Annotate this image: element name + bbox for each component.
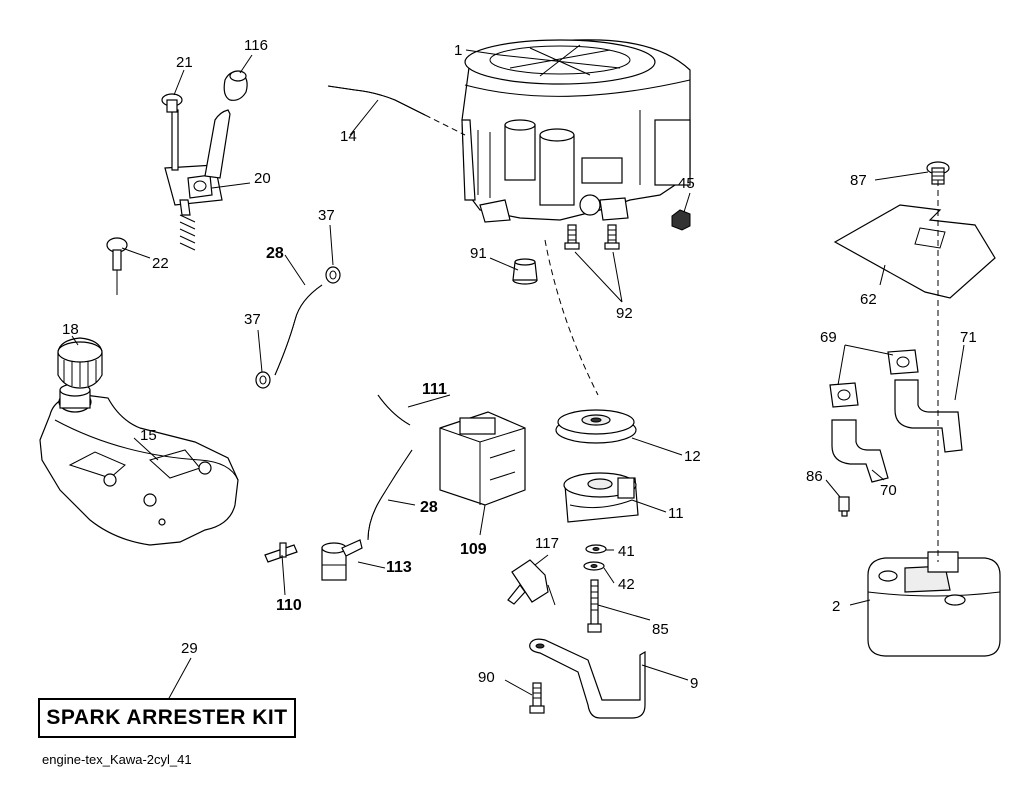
label-116: 116 <box>244 37 268 54</box>
fuel-line-28-lower <box>367 449 413 541</box>
label-70: 70 <box>880 482 897 499</box>
label-12: 12 <box>684 448 701 465</box>
label-20: 20 <box>254 170 271 187</box>
screw-86 <box>838 496 850 517</box>
label-41: 41 <box>618 543 635 560</box>
shutoff-valve <box>321 539 363 581</box>
spacer-91 <box>512 258 538 285</box>
heat-shield <box>833 204 996 299</box>
clamp-37-lower <box>255 371 271 389</box>
label-1: 1 <box>454 42 462 59</box>
label-42: 42 <box>618 576 635 593</box>
spark-arrester-kit-label: SPARK ARRESTER KIT <box>46 706 288 729</box>
alignment-line-crank <box>544 239 599 396</box>
fuel-tank <box>39 383 239 546</box>
label-113: 113 <box>386 559 412 576</box>
bolt-90 <box>529 682 545 714</box>
exhaust-pipes <box>831 379 963 483</box>
label-28-upper: 28 <box>266 245 284 262</box>
fuel-filter <box>439 411 526 506</box>
label-91: 91 <box>470 245 487 262</box>
diagram-reference: engine-tex_Kawa-2cyl_41 <box>42 752 192 767</box>
pto-clutch <box>563 472 639 523</box>
throttle-control <box>164 109 231 251</box>
label-9: 9 <box>690 675 698 692</box>
label-110: 110 <box>276 597 302 614</box>
fuel-line-28-upper <box>274 284 323 376</box>
label-69: 69 <box>820 329 837 346</box>
connector <box>507 559 556 606</box>
label-92: 92 <box>616 305 633 322</box>
washer-41 <box>585 544 607 554</box>
label-15: 15 <box>140 427 157 444</box>
bolt-85 <box>587 579 602 633</box>
label-37-lower: 37 <box>244 311 261 328</box>
label-28-lower: 28 <box>420 499 438 516</box>
bolts-92 <box>564 224 620 250</box>
fitting-110 <box>264 542 298 563</box>
label-29: 29 <box>181 640 198 657</box>
bracket <box>529 638 646 719</box>
pulley <box>555 409 637 444</box>
label-18: 18 <box>62 321 79 338</box>
leader-lines <box>71 49 965 701</box>
label-111: 111 <box>422 381 447 398</box>
fuel-cap <box>57 337 103 389</box>
label-45: 45 <box>678 175 695 192</box>
nut-45 <box>671 209 691 231</box>
screw-87 <box>926 161 950 185</box>
label-2: 2 <box>832 598 840 615</box>
label-90: 90 <box>478 669 495 686</box>
label-86: 86 <box>806 468 823 485</box>
spark-arrester-kit-box: SPARK ARRESTER KIT <box>38 698 296 738</box>
gasket-69 <box>829 349 919 408</box>
fuel-line-14 <box>327 85 426 116</box>
knob-116 <box>223 70 248 101</box>
fuel-line-111 <box>377 394 411 426</box>
clamp-37-upper <box>325 266 341 284</box>
label-62: 62 <box>860 291 877 308</box>
choke-22 <box>106 237 128 295</box>
label-22: 22 <box>152 255 169 272</box>
engine <box>461 39 691 223</box>
muffler <box>867 551 1001 657</box>
label-37-upper: 37 <box>318 207 335 224</box>
label-14: 14 <box>340 128 357 145</box>
label-71: 71 <box>960 329 977 346</box>
part-labels: 1 2 9 11 12 14 15 18 20 21 22 28 28 29 3… <box>62 37 977 692</box>
label-109: 109 <box>460 541 487 558</box>
screw-21 <box>161 93 183 113</box>
label-21: 21 <box>176 54 193 71</box>
label-11: 11 <box>668 505 684 522</box>
label-87: 87 <box>850 172 867 189</box>
label-85: 85 <box>652 621 669 638</box>
washer-42 <box>583 561 605 571</box>
label-117: 117 <box>535 535 559 552</box>
